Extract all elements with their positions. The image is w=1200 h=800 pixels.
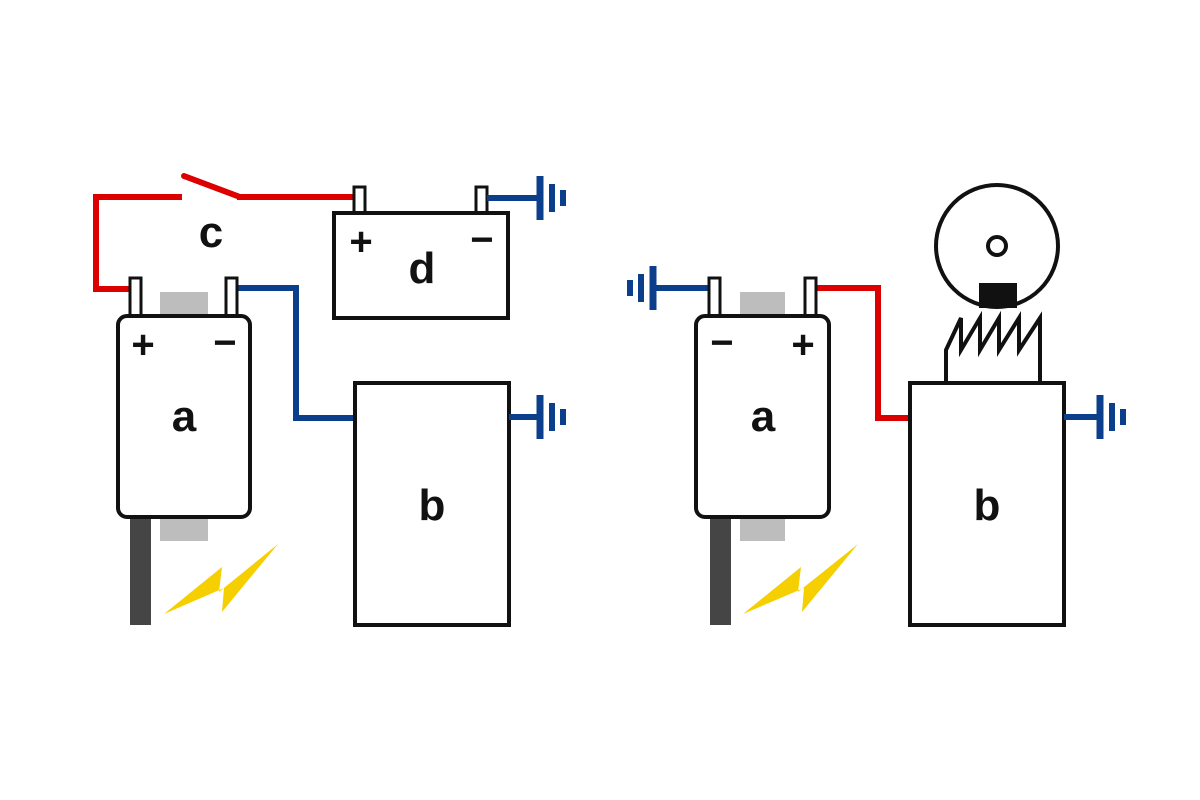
left-module-label: a [172,392,197,441]
right-ground-rod [710,517,731,625]
left-module-bracket-bottom [160,515,208,541]
left-circuit: + − a c + − d b [93,173,566,627]
right-module-bracket-bottom [740,515,785,541]
right-module-plus-sign: + [791,323,814,367]
ground-icon [487,176,566,220]
right-module-a[interactable] [694,314,831,519]
left-positive-wire [93,194,182,292]
battery-label: d [409,244,436,293]
switch-label: c [199,208,223,257]
right-circuit: − + a b [627,183,1126,627]
right-module-terminal-minus[interactable] [707,276,722,320]
right-module-terminal-plus[interactable] [803,276,818,320]
left-module-minus-sign: − [213,321,236,365]
spark-icon [164,544,278,614]
battery-plus-sign: + [349,220,372,264]
right-load-b[interactable] [908,381,1066,627]
battery-terminal-minus[interactable] [474,185,489,216]
right-positive-wire [816,285,911,421]
left-load-b[interactable] [353,381,511,627]
left-load-label: b [419,481,446,530]
left-module-a[interactable] [116,314,252,519]
left-module-terminal-plus[interactable] [128,276,143,320]
battery-minus-sign: − [470,218,493,262]
left-ground-rod [130,517,151,625]
spring-icon [944,310,1042,383]
switch-icon[interactable] [181,173,243,200]
ground-icon [627,266,714,310]
right-load-label: b [974,481,1001,530]
ground-icon [1064,395,1126,439]
right-module-label: a [751,392,776,441]
left-module-terminal-minus[interactable] [224,276,239,320]
battery-terminal-plus[interactable] [352,185,367,216]
left-module-plus-sign: + [131,323,154,367]
left-negative-wire [238,285,355,421]
wheel-icon [934,183,1060,309]
spark-icon [743,544,858,614]
battery-d[interactable] [332,211,510,320]
right-module-minus-sign: − [710,321,733,365]
ground-icon [509,395,566,439]
